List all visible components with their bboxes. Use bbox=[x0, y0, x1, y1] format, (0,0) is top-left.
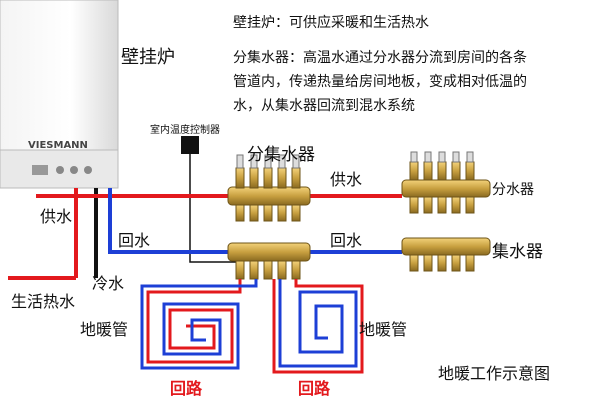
collector-label: 集水器 bbox=[492, 242, 543, 262]
supply-water-mid-label: 供水 bbox=[330, 170, 363, 189]
desc-manifold-line-1: 分集水器：高温水通过分水器分流到房间的各条 bbox=[233, 50, 527, 66]
thermostat-device bbox=[181, 136, 240, 263]
manifold-right bbox=[401, 151, 491, 272]
diagram-caption: 地暖工作示意图 bbox=[438, 364, 551, 383]
return-pipe bbox=[108, 188, 402, 254]
floor-loop-right bbox=[272, 279, 364, 374]
manifold-label: 分集水器 bbox=[247, 145, 315, 165]
floor-pipe-right-label: 地暖管 bbox=[359, 320, 408, 339]
return-water-left-label: 回水 bbox=[118, 231, 151, 250]
supply-water-left-label: 供水 bbox=[40, 207, 73, 226]
loop-left-label: 回路 bbox=[170, 379, 203, 398]
manifold-center bbox=[227, 154, 311, 280]
desc-manifold-line-3: 水，从集水器回流到混水系统 bbox=[233, 98, 415, 114]
boiler-pipes bbox=[8, 188, 98, 280]
floor-pipe-left-label: 地暖管 bbox=[80, 320, 129, 339]
domestic-hot-water-label: 生活热水 bbox=[11, 292, 76, 311]
thermostat-label: 室内温度控制器 bbox=[150, 125, 220, 136]
loop-right-label: 回路 bbox=[298, 379, 331, 398]
desc-manifold-line-2: 管道内，传递热量给房间地板，变成相对低温的 bbox=[233, 74, 527, 90]
wall-boiler bbox=[0, 0, 119, 189]
desc-boiler: 壁挂炉：可供应采暖和生活热水 bbox=[233, 15, 429, 31]
return-water-mid-label: 回水 bbox=[330, 231, 363, 250]
distributor-label: 分水器 bbox=[492, 182, 534, 198]
cold-water-label: 冷水 bbox=[92, 274, 125, 293]
boiler-title: 壁挂炉 bbox=[121, 47, 175, 68]
boiler-brand: VIESMANN bbox=[28, 140, 88, 151]
floor-loop-left bbox=[140, 279, 258, 370]
